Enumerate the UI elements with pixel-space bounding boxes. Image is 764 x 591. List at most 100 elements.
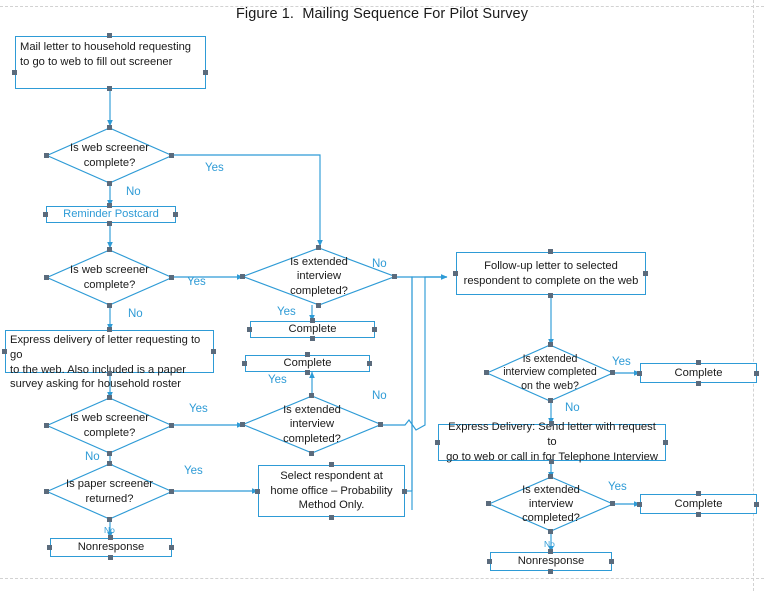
handle[interactable] <box>107 221 112 226</box>
handle[interactable] <box>609 559 614 564</box>
node-decision-extended-phone[interactable]: Is extended interview completed? <box>487 476 615 532</box>
handle[interactable] <box>107 327 112 332</box>
handle[interactable] <box>435 440 440 445</box>
handle[interactable] <box>44 275 49 280</box>
edge-n2-n5 <box>172 154 323 247</box>
handle[interactable] <box>107 181 112 186</box>
handle[interactable] <box>549 459 554 464</box>
handle[interactable] <box>392 274 397 279</box>
handle[interactable] <box>453 271 458 276</box>
node-decision-extended-1[interactable]: Is extended interview completed? <box>241 247 397 306</box>
handle[interactable] <box>309 451 314 456</box>
node-express-delivery-phone[interactable]: Express Delivery: Send letter with reque… <box>438 421 666 463</box>
handle[interactable] <box>549 421 554 426</box>
handle[interactable] <box>169 545 174 550</box>
handle[interactable] <box>169 153 174 158</box>
node-nonresponse-right[interactable]: Nonresponse <box>490 552 612 571</box>
node-mail-letter[interactable]: Mail letter to household requesting to g… <box>15 36 206 89</box>
handle[interactable] <box>169 489 174 494</box>
handle[interactable] <box>44 153 49 158</box>
handle[interactable] <box>610 370 615 375</box>
handle[interactable] <box>486 501 491 506</box>
handle[interactable] <box>484 370 489 375</box>
handle[interactable] <box>47 545 52 550</box>
handle[interactable] <box>12 70 17 75</box>
handle[interactable] <box>610 501 615 506</box>
handle[interactable] <box>548 529 553 534</box>
node-complete-web[interactable]: Complete <box>640 363 757 383</box>
handle[interactable] <box>211 349 216 354</box>
handle[interactable] <box>240 274 245 279</box>
node-decision-web-screener-1-label: Is web screener complete? <box>70 142 149 169</box>
node-complete-phone[interactable]: Complete <box>640 494 757 514</box>
handle[interactable] <box>108 535 113 540</box>
handle[interactable] <box>637 371 642 376</box>
handle[interactable] <box>107 86 112 91</box>
handle[interactable] <box>310 336 315 341</box>
node-decision-extended-2[interactable]: Is extended interview completed? <box>241 395 383 454</box>
handle[interactable] <box>487 559 492 564</box>
handle[interactable] <box>43 212 48 217</box>
handle[interactable] <box>548 569 553 574</box>
handle[interactable] <box>637 502 642 507</box>
handle[interactable] <box>107 303 112 308</box>
node-decision-web-screener-1[interactable]: Is web screener complete? <box>45 127 174 184</box>
handle[interactable] <box>402 489 407 494</box>
handle[interactable] <box>107 371 112 376</box>
handle[interactable] <box>378 422 383 427</box>
handle[interactable] <box>107 461 112 466</box>
handle[interactable] <box>372 327 377 332</box>
handle[interactable] <box>107 517 112 522</box>
handle[interactable] <box>310 318 315 323</box>
handle[interactable] <box>548 474 553 479</box>
handle[interactable] <box>663 440 668 445</box>
node-express-delivery-paper[interactable]: Express delivery of letter requesting to… <box>5 330 214 390</box>
handle[interactable] <box>255 489 260 494</box>
node-decision-web-screener-2[interactable]: Is web screener complete? <box>45 249 174 306</box>
node-select-respondent[interactable]: Select respondent at home office – Proba… <box>258 465 405 517</box>
handle[interactable] <box>240 422 245 427</box>
handle[interactable] <box>44 489 49 494</box>
handle[interactable] <box>107 203 112 208</box>
handle[interactable] <box>643 271 648 276</box>
handle[interactable] <box>316 245 321 250</box>
node-express-delivery-phone-label: Express Delivery: Send letter with reque… <box>446 421 658 463</box>
handle[interactable] <box>107 247 112 252</box>
handle[interactable] <box>173 212 178 217</box>
handle[interactable] <box>169 275 174 280</box>
handle[interactable] <box>247 327 252 332</box>
node-decision-paper-screener[interactable]: Is paper screener returned? <box>45 463 174 520</box>
handle[interactable] <box>696 512 701 517</box>
handle[interactable] <box>696 381 701 386</box>
handle[interactable] <box>548 249 553 254</box>
handle[interactable] <box>107 125 112 130</box>
handle[interactable] <box>696 491 701 496</box>
handle[interactable] <box>107 33 112 38</box>
handle[interactable] <box>754 371 759 376</box>
handle[interactable] <box>696 360 701 365</box>
handle[interactable] <box>309 393 314 398</box>
handle[interactable] <box>548 398 553 403</box>
handle[interactable] <box>107 395 112 400</box>
node-decision-web-screener-3[interactable]: Is web screener complete? <box>45 397 174 454</box>
handle[interactable] <box>329 515 334 520</box>
handle[interactable] <box>367 361 372 366</box>
handle[interactable] <box>329 462 334 467</box>
handle[interactable] <box>2 349 7 354</box>
node-decision-extended-web[interactable]: Is extended interview completed on the w… <box>485 344 615 402</box>
handle[interactable] <box>203 70 208 75</box>
handle[interactable] <box>548 293 553 298</box>
handle[interactable] <box>44 423 49 428</box>
handle[interactable] <box>548 342 553 347</box>
node-followup-letter[interactable]: Follow-up letter to selected respondent … <box>456 252 646 295</box>
handle[interactable] <box>108 555 113 560</box>
handle[interactable] <box>169 423 174 428</box>
handle[interactable] <box>754 502 759 507</box>
handle[interactable] <box>305 352 310 357</box>
handle[interactable] <box>242 361 247 366</box>
handle[interactable] <box>316 303 321 308</box>
handle[interactable] <box>305 370 310 375</box>
handle[interactable] <box>548 549 553 554</box>
node-decision-web-screener-2-label: Is web screener complete? <box>70 264 149 291</box>
handle[interactable] <box>107 451 112 456</box>
